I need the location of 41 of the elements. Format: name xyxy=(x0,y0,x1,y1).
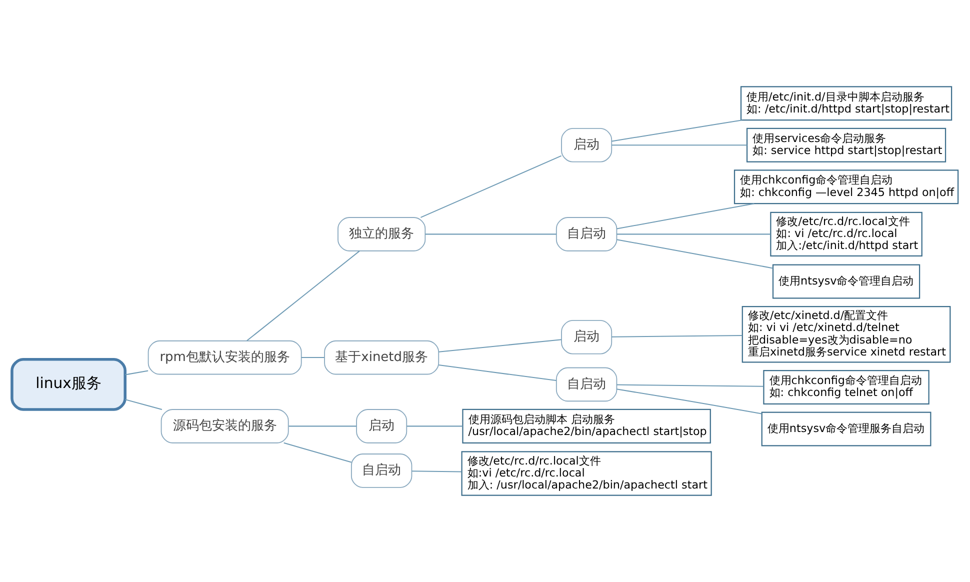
connector xyxy=(616,234,770,235)
connector xyxy=(301,357,324,358)
connector xyxy=(425,234,556,235)
connector xyxy=(420,155,562,218)
node-box: 使用ntsysv命令管理服务自启动 xyxy=(761,412,932,446)
node-box: 使用services命令启动服务 如: service httpd start|stop|restart xyxy=(746,128,946,162)
connector xyxy=(125,399,162,410)
node-box: 使用chkconfig命令管理自启动 如: chkconfig —level 2345 httpd on|off xyxy=(734,170,959,204)
connector xyxy=(616,384,764,387)
connector xyxy=(612,334,742,338)
node-box: 使用/etc/init.d/目录中脚本启动服务 如: /etc/init.d/httpd start|stop|restart xyxy=(740,86,952,121)
node-box: 使用ntsysv命令管理自启动 xyxy=(772,264,920,299)
node-box: 独立的服务 xyxy=(338,217,426,252)
connector xyxy=(616,388,762,414)
connector xyxy=(438,339,562,352)
node-box: 启动 xyxy=(561,128,612,162)
node-box: 基于xinetd服务 xyxy=(324,340,440,375)
connector xyxy=(612,144,747,146)
connector xyxy=(125,370,148,376)
connector xyxy=(412,470,462,472)
node-box: rpm包默认安装的服务 xyxy=(148,340,302,375)
node-box: 修改/etc/rc.d/rc.local文件 如:vi /etc/rc.d/rc.local 加入: /usr/local/apache2/bin/apachectl start xyxy=(461,451,712,496)
connector xyxy=(288,426,356,427)
connector xyxy=(616,239,773,269)
node-box: linux服务 xyxy=(10,358,126,411)
node-box: 使用chkconfig命令管理自启动 如: chkconfig telnet on|off xyxy=(763,370,930,404)
node-box: 修改/etc/xinetd.d/配置文件 如: vi vi /etc/xinetd.d/telnet 把disable=yes改为disable=no 重启xinetd服务service xinetd restart xyxy=(742,306,951,363)
node-box: 使用源码包启动脚本 启动服务 /usr/local/apache2/bin/apachectl start|stop xyxy=(462,408,711,444)
node-box: 启动 xyxy=(561,320,612,354)
node-box: 源码包安装的服务 xyxy=(160,409,289,444)
node-box: 修改/etc/rc.d/rc.local文件 如: vi /etc/rc.d/rc.local 加入:/etc/init.d/httpd start xyxy=(770,212,922,257)
node-box: 自启动 xyxy=(350,454,412,488)
connector xyxy=(616,203,754,230)
node-box: 自启动 xyxy=(556,217,618,252)
connector xyxy=(438,364,556,382)
connector xyxy=(612,120,742,142)
node-box: 启动 xyxy=(356,409,408,444)
connector xyxy=(284,442,352,463)
node-box: 自启动 xyxy=(556,367,618,402)
connector xyxy=(407,426,463,427)
connector xyxy=(246,250,360,342)
